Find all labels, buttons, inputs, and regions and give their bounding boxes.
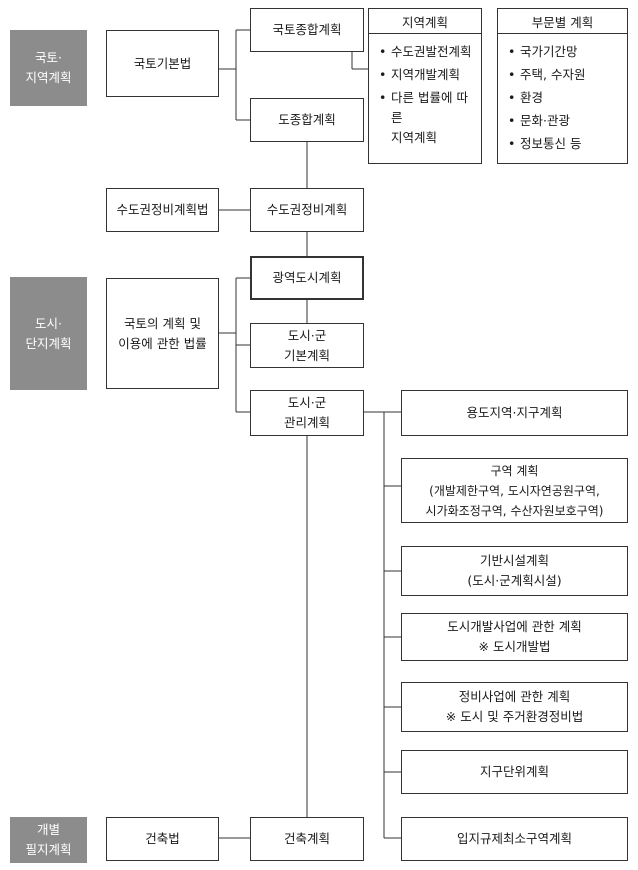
regional-plan-list: •수도권발전계획 •지역개발계획 •다른 법률에 따른 지역계획 (369, 42, 481, 148)
list-item: •정보통신 등 (508, 134, 619, 154)
management-item-minimum-regulation: 입지규제최소구역계획 (401, 817, 628, 861)
list-item: •문화·관광 (508, 111, 619, 131)
law-framework-act: 국토기본법 (106, 30, 219, 97)
bullet-icon: • (508, 90, 516, 105)
law-building-act: 건축법 (106, 817, 219, 861)
plan-capital-region: 수도권정비계획 (250, 188, 364, 232)
list-item: •수도권발전계획 (379, 42, 473, 62)
management-item-zoning: 용도지역·지구계획 (401, 390, 628, 436)
bullet-icon: • (379, 44, 387, 59)
category-individual-lot: 개별 필지계획 (10, 817, 87, 863)
management-item-urban-development: 도시개발사업에 관한 계획 ※ 도시개발법 (401, 613, 628, 661)
plan-provincial-comprehensive: 도종합계획 (250, 98, 364, 142)
bullet-icon: • (379, 67, 387, 82)
bullet-icon: • (508, 113, 516, 128)
bullet-icon: • (508, 136, 516, 151)
law-capital-region-act: 수도권정비계획법 (106, 188, 219, 232)
plan-building: 건축계획 (250, 817, 364, 861)
plan-city-management: 도시·군 관리계획 (250, 390, 364, 436)
list-item: •지역개발계획 (379, 65, 473, 85)
regional-plan-title: 지역계획 (369, 9, 481, 34)
category-urban-complex: 도시· 단지계획 (10, 277, 87, 390)
law-land-planning-act: 국토의 계획 및 이용에 관한 법률 (106, 278, 219, 389)
plan-metropolitan-urban: 광역도시계획 (250, 256, 364, 300)
plan-national-comprehensive: 국토종합계획 (250, 8, 364, 52)
sectoral-plan-title: 부문별 계획 (498, 9, 627, 34)
management-item-redevelopment: 정비사업에 관한 계획 ※ 도시 및 주거환경정비법 (401, 682, 628, 732)
regional-plan-panel: 지역계획 •수도권발전계획 •지역개발계획 •다른 법률에 따른 지역계획 (368, 8, 482, 164)
management-item-district-unit: 지구단위계획 (401, 750, 628, 794)
list-item: •국가기간망 (508, 42, 619, 62)
bullet-icon: • (508, 67, 516, 82)
management-item-infrastructure: 기반시설계획 (도시·군계획시설) (401, 546, 628, 596)
category-national-regional: 국토· 지역계획 (10, 30, 87, 106)
bullet-icon: • (508, 44, 516, 59)
bullet-icon: • (379, 90, 387, 105)
sectoral-plan-list: •국가기간망 •주택, 수자원 •환경 •문화·관광 •정보통신 등 (498, 42, 627, 154)
list-item: •주택, 수자원 (508, 65, 619, 85)
list-item: •환경 (508, 88, 619, 108)
sectoral-plan-panel: 부문별 계획 •국가기간망 •주택, 수자원 •환경 •문화·관광 •정보통신 … (497, 8, 628, 164)
plan-city-basic: 도시·군 기본계획 (250, 323, 364, 368)
list-item: •다른 법률에 따른 지역계획 (379, 88, 473, 148)
management-item-district: 구역 계획 (개발제한구역, 도시자연공원구역, 시가화조정구역, 수산자원보호… (401, 458, 628, 523)
